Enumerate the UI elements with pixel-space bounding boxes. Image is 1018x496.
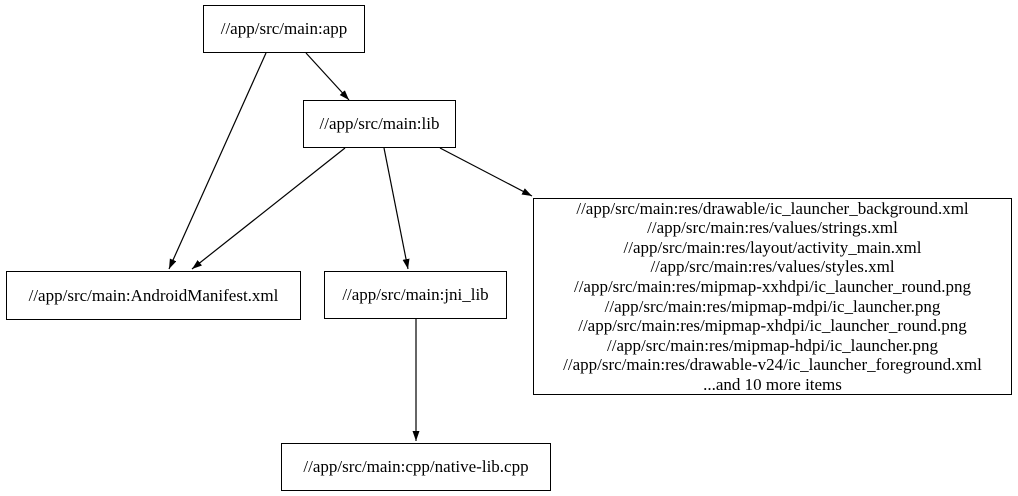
node-lib: //app/src/main:lib: [303, 100, 456, 148]
node-app-label: //app/src/main:app: [220, 19, 348, 38]
node-res-group: //app/src/main:res/drawable/ic_launcher_…: [533, 198, 1012, 395]
res-group-line: //app/src/main:res/drawable/ic_launcher_…: [576, 198, 969, 218]
res-group-line: //app/src/main:res/mipmap-xxhdpi/ic_laun…: [573, 276, 972, 296]
edge-app-to-manifest: [168, 52, 267, 270]
node-lib-label: //app/src/main:lib: [319, 114, 440, 133]
res-group-line: //app/src/main:res/drawable-v24/ic_launc…: [563, 355, 982, 375]
res-group-line: //app/src/main:res/values/styles.xml: [650, 257, 895, 277]
edge-lib-to-manifest: [191, 147, 346, 270]
edge-app-to-lib: [305, 52, 350, 101]
node-android-manifest-label: //app/src/main:AndroidManifest.xml: [28, 285, 279, 305]
res-group-line: //app/src/main:res/layout/activity_main.…: [623, 237, 922, 257]
edge-lib-to-res-group: [439, 147, 533, 197]
node-native-cpp-label: //app/src/main:cpp/native-lib.cpp: [303, 457, 529, 476]
res-group-line: //app/src/main:res/mipmap-mdpi/ic_launch…: [604, 296, 941, 316]
node-app: //app/src/main:app: [203, 5, 365, 53]
node-jni-lib-label: //app/src/main:jni_lib: [342, 285, 489, 304]
node-native-cpp: //app/src/main:cpp/native-lib.cpp: [281, 443, 551, 491]
node-android-manifest: //app/src/main:AndroidManifest.xml: [6, 271, 301, 320]
edge-lib-to-jni-lib: [383, 147, 410, 270]
res-group-more-items: ...and 10 more items: [703, 374, 842, 394]
res-group-line: //app/src/main:res/values/strings.xml: [647, 218, 898, 238]
res-group-line: //app/src/main:res/mipmap-hdpi/ic_launch…: [607, 335, 938, 355]
node-jni-lib: //app/src/main:jni_lib: [324, 271, 507, 319]
res-group-line: //app/src/main:res/mipmap-xhdpi/ic_launc…: [578, 316, 967, 336]
